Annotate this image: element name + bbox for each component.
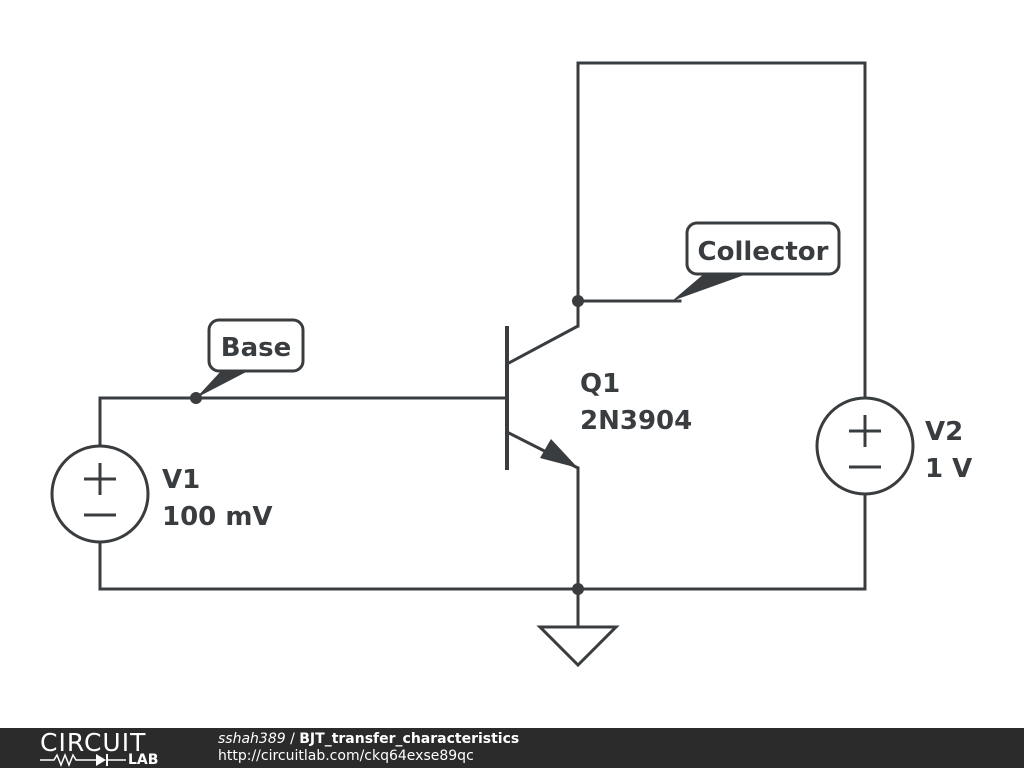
q1-name: Q1 bbox=[580, 369, 620, 399]
circuitlab-logo[interactable]: CIRCUIT LAB bbox=[40, 728, 180, 768]
wire-bottom-rail bbox=[98, 494, 867, 591]
v1-name: V1 bbox=[162, 465, 200, 495]
wire-v1-to-base bbox=[98, 396, 507, 447]
footer-info: sshah389 / BJT_transfer_characteristics … bbox=[218, 731, 519, 765]
base-tag-pointer bbox=[196, 370, 250, 398]
footer-url[interactable]: http://circuitlab.com/ckq64exse89qc bbox=[218, 748, 474, 764]
footer-circuit-title[interactable]: BJT_transfer_characteristics bbox=[299, 731, 520, 747]
base-tag-label: Base bbox=[221, 333, 291, 363]
wires bbox=[98, 61, 867, 629]
circuit-schematic: Q1 2N3904 V1 100 mV V2 1 V Base Collecto… bbox=[50, 61, 972, 668]
emitter-arrow-icon bbox=[540, 439, 578, 468]
q1-part: 2N3904 bbox=[580, 406, 692, 436]
v1-source-icon[interactable] bbox=[50, 444, 150, 544]
ground-icon[interactable] bbox=[536, 625, 620, 668]
junction-ground bbox=[572, 583, 584, 595]
collector-tag-pointer bbox=[672, 273, 750, 301]
wire-collector-loop bbox=[576, 61, 867, 400]
v1-value: 100 mV bbox=[162, 502, 273, 532]
v2-value: 1 V bbox=[925, 454, 972, 484]
v2-name: V2 bbox=[925, 417, 963, 447]
footer-bar: CIRCUIT LAB sshah389 / BJT_transfer_char… bbox=[0, 728, 1024, 768]
footer-title-line: sshah389 / BJT_transfer_characteristics bbox=[218, 731, 519, 748]
collector-net-tag[interactable]: Collector bbox=[672, 221, 841, 301]
junction-collector bbox=[572, 295, 584, 307]
npn-transistor-icon[interactable] bbox=[505, 324, 579, 470]
base-net-tag[interactable]: Base bbox=[196, 318, 305, 398]
resistor-diode-logo-icon bbox=[40, 753, 126, 767]
collector-tag-label: Collector bbox=[698, 237, 829, 267]
v2-source-icon[interactable] bbox=[815, 396, 915, 496]
logo-lab-text: LAB bbox=[128, 752, 159, 768]
footer-separator: / bbox=[285, 731, 300, 747]
logo-circuit-text: CIRCUIT bbox=[40, 728, 147, 757]
footer-username[interactable]: sshah389 bbox=[218, 731, 286, 747]
